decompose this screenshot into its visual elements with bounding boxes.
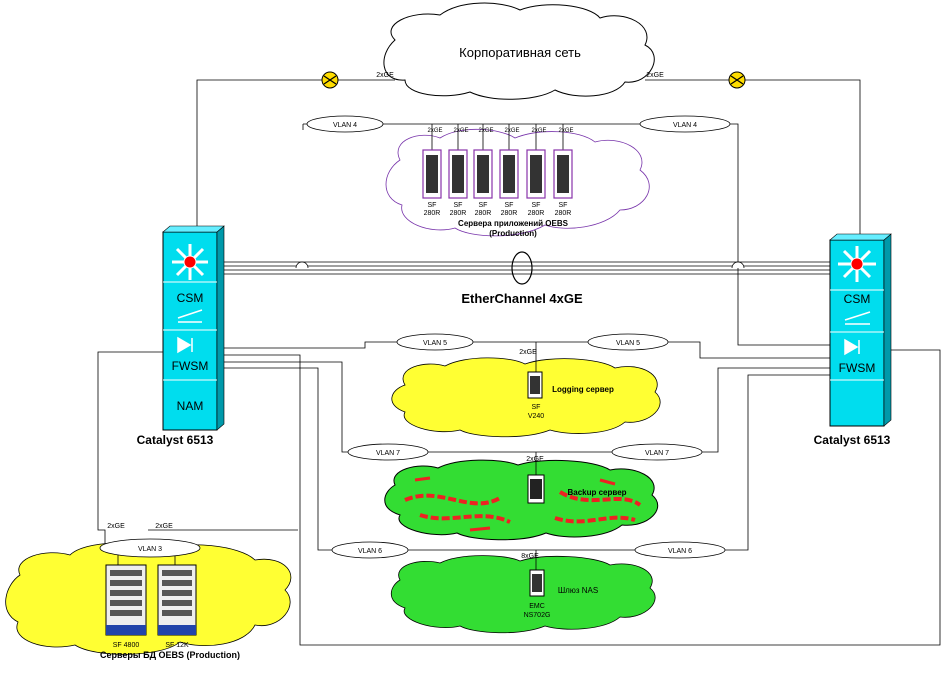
- nas-server-line1: EMC: [529, 603, 545, 610]
- vlan6-right-label: VLAN 6: [668, 548, 692, 555]
- app-server-label-line1: SF: [505, 202, 514, 209]
- app-server-label-line2: 280R: [450, 210, 467, 217]
- backup-server-label: Backup сервер: [567, 488, 626, 497]
- app-server-label-line1: SF: [479, 202, 488, 209]
- switch-left-module-csm: CSM: [177, 291, 204, 305]
- nas-uplink-label: 8xGE: [521, 553, 539, 560]
- router-star-icon: [838, 246, 876, 282]
- logging-server-line1: SF: [532, 404, 541, 411]
- app-server[interactable]: [448, 149, 468, 199]
- switch-right-module-fwsm: FWSM: [839, 361, 876, 375]
- switch-right-name: Catalyst 6513: [814, 433, 891, 447]
- vlan3-label: VLAN 3: [138, 546, 162, 553]
- app-server-label-line2: 280R: [555, 210, 572, 217]
- app-server-uplink-label: 2xGE: [453, 128, 468, 134]
- vlan7-left-label: VLAN 7: [376, 450, 400, 457]
- switch-left-module-nam: NAM: [177, 399, 204, 413]
- app-server-group: [422, 149, 573, 199]
- backup-server[interactable]: [527, 474, 545, 504]
- corporate-link-left-label: 2xGE: [376, 72, 394, 79]
- logging-cloud: [391, 357, 661, 438]
- app-server-label-line1: SF: [532, 202, 541, 209]
- corporate-link-right-label: 2xGE: [646, 72, 664, 79]
- switch-left-name: Catalyst 6513: [137, 433, 214, 447]
- backup-uplink-label: 2xGE: [526, 456, 544, 463]
- csm-module-icon: [177, 309, 203, 323]
- app-server-uplink-label: 2xGE: [531, 128, 546, 134]
- app-uplink-labels: 2xGE 2xGE 2xGE 2xGE 2xGE 2xGE: [427, 128, 573, 134]
- app-server-uplink-label: 2xGE: [478, 128, 493, 134]
- app-server[interactable]: [553, 149, 573, 199]
- logging-uplink-label: 2xGE: [519, 349, 537, 356]
- csm-module-icon: [844, 311, 871, 325]
- app-server-label-line1: SF: [454, 202, 463, 209]
- switch-left-module-fwsm: FWSM: [172, 359, 209, 373]
- etherchannel-label: EtherChannel 4xGE: [461, 291, 583, 306]
- db-servers-caption: Серверы БД OEBS (Production): [100, 650, 240, 660]
- vlan-ovals: [99, 115, 731, 559]
- vlan4-left-label: VLAN 4: [333, 122, 357, 129]
- line-hops: [295, 261, 745, 269]
- switch-right-module-csm: CSM: [844, 292, 871, 306]
- vlan5-right-label: VLAN 5: [616, 340, 640, 347]
- link-lines: [97, 79, 941, 646]
- app-server-uplink-label: 2xGE: [427, 128, 442, 134]
- nas-server-line2: NS702G: [524, 612, 551, 619]
- db-server-2[interactable]: [157, 564, 197, 636]
- app-server[interactable]: [526, 149, 546, 199]
- db-uplink-right-label: 2xGE: [155, 523, 173, 530]
- corporate-network-cloud: [383, 2, 655, 100]
- router-star-icon: [172, 244, 208, 280]
- fwsm-module-icon: [844, 338, 860, 356]
- app-servers-caption-line1: Сервера приложений OEBS: [458, 219, 569, 228]
- logging-server[interactable]: [527, 371, 543, 399]
- db-server-1-label: SF 4800: [113, 642, 140, 649]
- vlan4-right-label: VLAN 4: [673, 122, 697, 129]
- db-uplink-left-label: 2xGE: [107, 523, 125, 530]
- app-servers-caption-line2: (Production): [489, 229, 537, 238]
- fwsm-module-icon: [177, 336, 193, 354]
- app-server-uplink-label: 2xGE: [504, 128, 519, 134]
- vlan6-left-label: VLAN 6: [358, 548, 382, 555]
- backup-cloud: [384, 459, 659, 541]
- nas-server[interactable]: [529, 569, 545, 597]
- nas-gateway-label: Шлюз NAS: [558, 586, 598, 595]
- db-server-1[interactable]: [105, 564, 147, 636]
- app-server-label-line2: 280R: [528, 210, 545, 217]
- app-server-label-line2: 280R: [501, 210, 518, 217]
- corporate-link-firewall-icons: [321, 71, 746, 89]
- app-server[interactable]: [422, 149, 442, 199]
- switch-left[interactable]: [162, 225, 225, 431]
- corporate-network-label: Корпоративная сеть: [459, 45, 581, 60]
- app-server[interactable]: [499, 149, 519, 199]
- app-server-label-line2: 280R: [475, 210, 492, 217]
- nas-cloud: [390, 555, 656, 634]
- app-server[interactable]: [473, 149, 493, 199]
- db-server-2-label: SF 12K: [165, 642, 189, 649]
- app-server-label-line1: SF: [559, 202, 568, 209]
- app-server-label-line1: SF: [428, 202, 437, 209]
- app-server-label-line2: 280R: [424, 210, 441, 217]
- db-cloud: [5, 542, 292, 655]
- vlan7-right-label: VLAN 7: [645, 450, 669, 457]
- switch-right[interactable]: [829, 233, 892, 427]
- logging-server-line2: V240: [528, 413, 544, 420]
- etherchannel-bundle-ring: [511, 251, 533, 285]
- logging-server-label: Logging сервер: [552, 385, 614, 394]
- vlan5-left-label: VLAN 5: [423, 340, 447, 347]
- app-server-uplink-label: 2xGE: [558, 128, 573, 134]
